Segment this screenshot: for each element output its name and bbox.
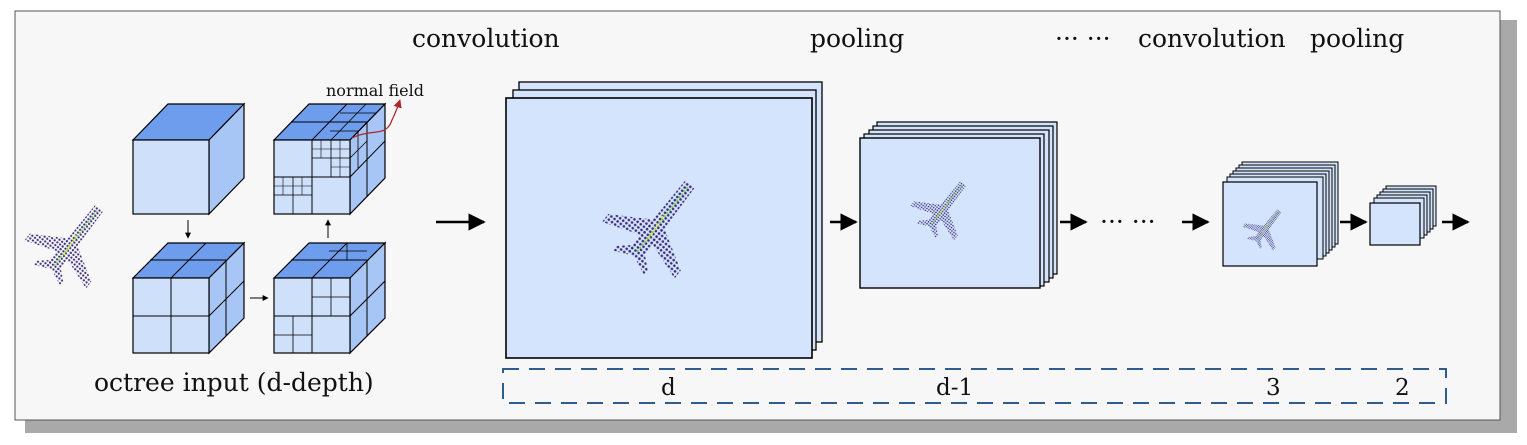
label-depth-2: 2 xyxy=(1395,375,1410,401)
label-pooling-1: pooling xyxy=(810,24,904,53)
label-depth-3: 3 xyxy=(1266,375,1281,401)
label-dots-mid: ··· ··· xyxy=(1100,207,1156,236)
label-octree-input: octree input (d-depth) xyxy=(94,368,374,397)
label-dots-top: ··· ··· xyxy=(1055,24,1111,53)
normal-field-arrow xyxy=(351,99,402,139)
depth-dashed-box xyxy=(502,368,1447,404)
label-depth-d: d xyxy=(661,375,676,401)
feature-map-depth-3 xyxy=(1222,161,1339,267)
cube-level-2 xyxy=(272,241,387,355)
label-normal-field: normal field xyxy=(326,81,424,100)
label-convolution-1: convolution xyxy=(412,24,560,53)
feature-map-depth-d xyxy=(505,81,823,359)
label-convolution-2: convolution xyxy=(1138,24,1286,53)
feature-map-depth-2 xyxy=(1369,185,1437,246)
label-pooling-2: pooling xyxy=(1310,24,1404,53)
feature-map-depth-d-minus-1 xyxy=(859,121,1058,289)
cube-level-0 xyxy=(131,102,246,216)
label-depth-d-minus-1: d-1 xyxy=(936,375,973,401)
cube-level-1 xyxy=(131,241,246,355)
cube-level-3 xyxy=(272,102,387,216)
